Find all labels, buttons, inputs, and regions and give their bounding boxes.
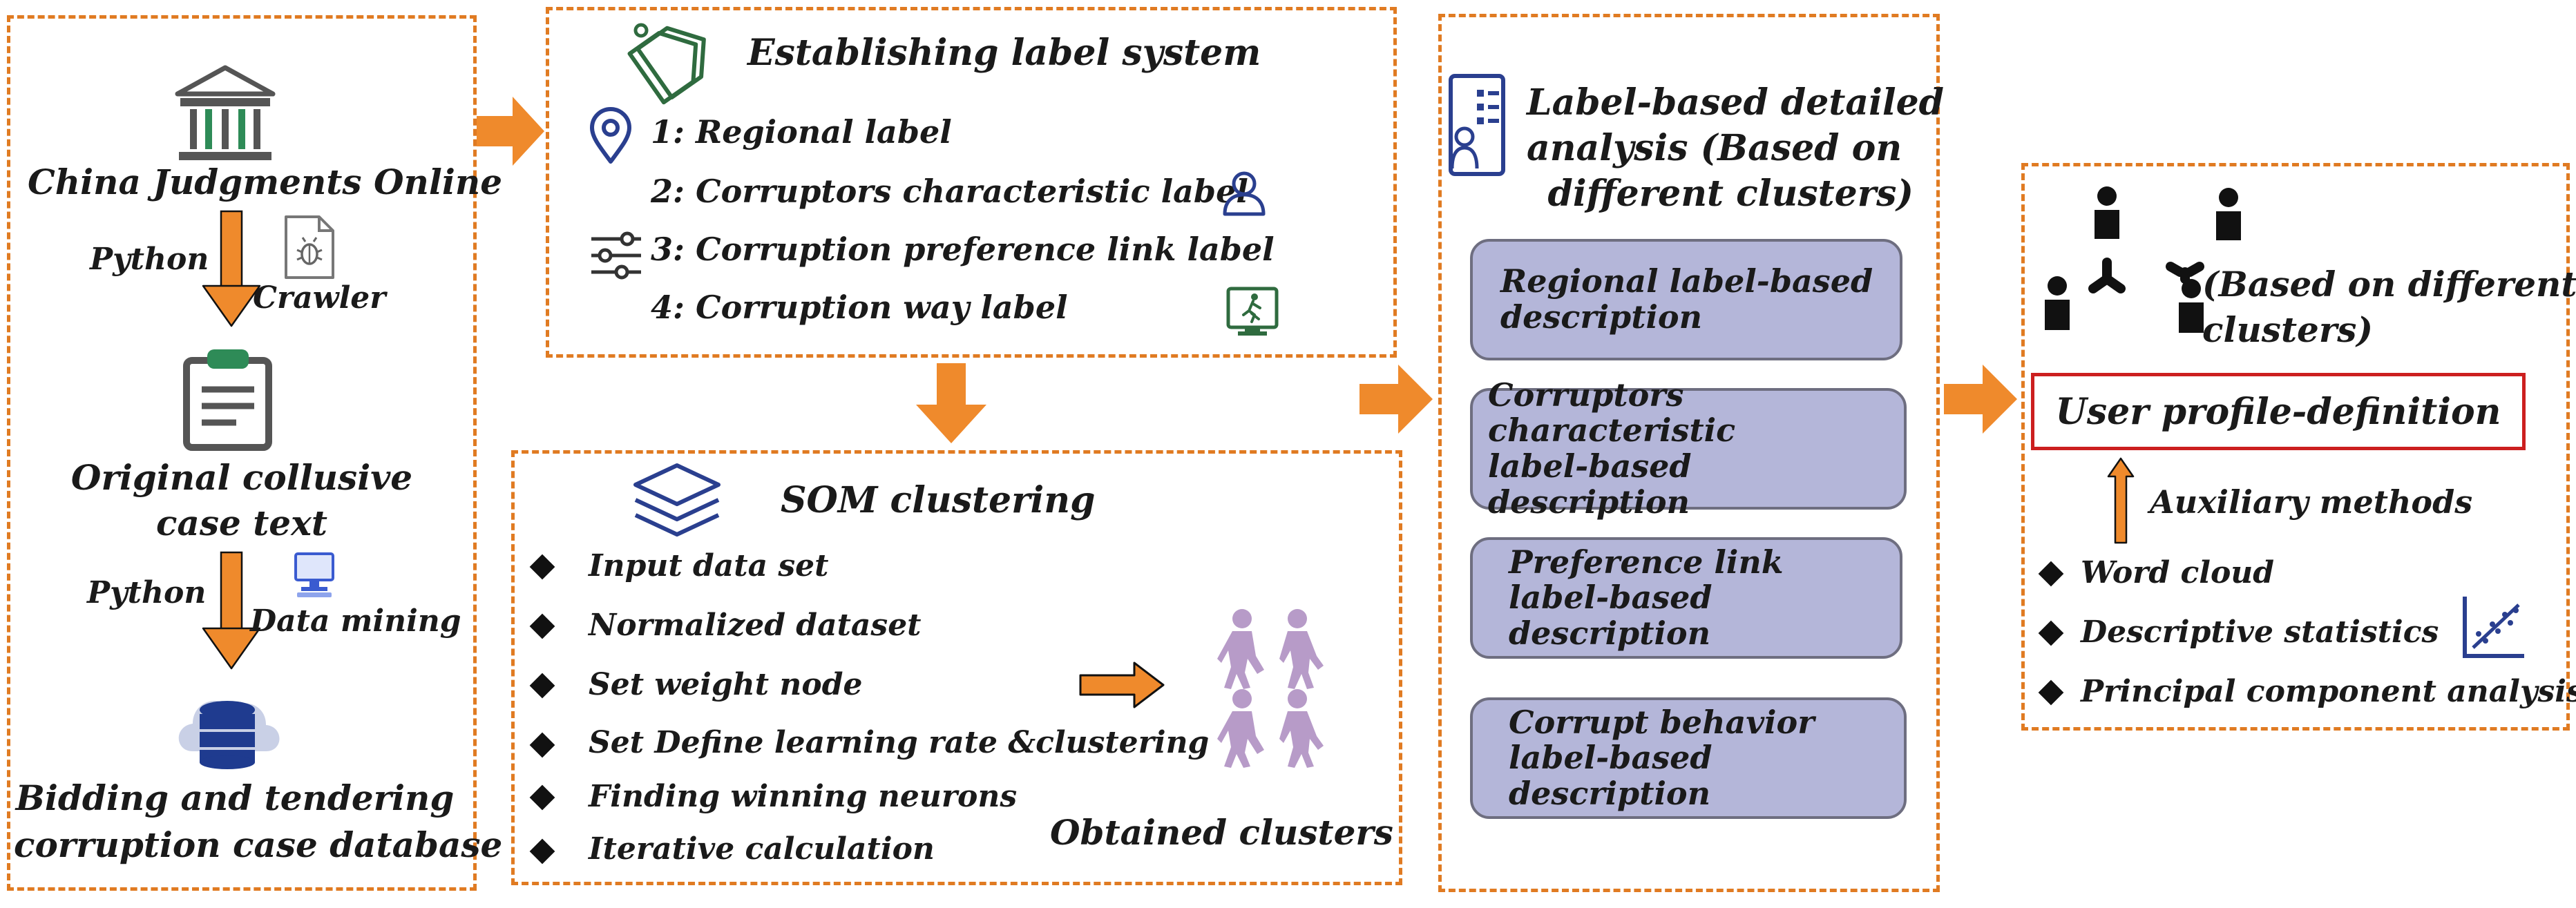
running-person-screen-icon	[1226, 287, 1279, 336]
description-line: label-based description	[1509, 579, 1712, 652]
down-arrow	[916, 363, 986, 443]
description-line: label-based description	[1509, 739, 1712, 812]
analysis-panel	[1438, 14, 1940, 892]
description-card: Regional label-based description	[1470, 239, 1902, 360]
computer-icon	[294, 552, 334, 597]
som-step: Input data set	[589, 548, 829, 583]
som-step: Set Define learning rate &clustering	[589, 725, 1210, 760]
som-step: Finding winning neurons	[589, 779, 1018, 814]
label-item: 1: Regional label	[651, 113, 952, 151]
python-label-1: Python	[90, 242, 209, 277]
person-icon	[1223, 171, 1266, 216]
description-line: Regional label-based	[1500, 262, 1873, 300]
courthouse-icon	[175, 65, 276, 160]
database-line-2: corruption case database	[14, 824, 503, 865]
down-arrow	[202, 210, 261, 327]
user-profile-definition: User profile-definition	[2055, 390, 2501, 433]
description-line: Preference link	[1509, 543, 1784, 581]
auxiliary-methods-label: Auxiliary methods	[2150, 483, 2473, 521]
right-arrow	[1359, 365, 1433, 434]
right-arrow	[477, 97, 544, 166]
som-title: SOM clustering	[781, 479, 1096, 521]
down-arrow	[202, 551, 261, 670]
description-card: Preference link label-based description	[1470, 537, 1902, 659]
data-mining-label: Data mining	[250, 603, 461, 639]
som-step: Set weight node	[589, 667, 863, 702]
label-system-panel	[546, 7, 1397, 358]
report-person-icon	[1449, 74, 1505, 176]
original-text-line-2: case text	[155, 503, 328, 543]
som-panel	[511, 450, 1402, 885]
description-card: Corrupt behavior label-based description	[1470, 697, 1907, 819]
layers-icon	[633, 463, 721, 537]
data-source-panel	[7, 15, 477, 891]
label-item: 4: Corruption way label	[651, 289, 1068, 326]
right-arrow	[1944, 365, 2017, 434]
description-line: description	[1500, 298, 1703, 336]
obtained-clusters-label: Obtained clusters	[1050, 812, 1393, 853]
crawler-label: Crawler	[253, 280, 386, 316]
description-card: Corruptors characteristic label-based de…	[1470, 377, 1907, 519]
clipboard-icon	[183, 349, 272, 451]
user-profile-panel	[2021, 163, 2570, 731]
database-line-1: Bidding and tendering	[15, 777, 455, 818]
label-item: 2: Corruptors characteristic label	[651, 173, 1248, 210]
people-network-icon	[2045, 186, 2241, 333]
original-text-line-1: Original collusive	[70, 457, 413, 498]
python-label-2: Python	[87, 575, 207, 610]
auxiliary-method: Descriptive statistics	[2081, 615, 2439, 650]
label-item: 3: Corruption preference link label	[651, 231, 1275, 268]
bug-document-icon	[285, 215, 334, 279]
location-pin-icon	[590, 107, 631, 164]
tags-icon	[627, 23, 706, 105]
up-arrow	[2107, 457, 2135, 544]
profile-note-line: clusters)	[2202, 309, 2373, 350]
scatter-trend-icon	[2463, 597, 2524, 658]
analysis-title-line: different clusters)	[1547, 173, 1914, 215]
source-title: China Judgments Online	[28, 162, 503, 202]
som-step: Iterative calculation	[589, 831, 935, 867]
auxiliary-method: Principal component analysis	[2081, 674, 2576, 709]
description-line: label-based description	[1488, 447, 1692, 521]
sliders-icon	[591, 231, 641, 280]
auxiliary-method: Word cloud	[2081, 555, 2275, 590]
description-line: Corrupt behavior	[1509, 703, 1815, 741]
description-line: Corruptors characteristic	[1488, 376, 1736, 450]
profile-note-line: (Based on different	[2202, 264, 2576, 305]
database-cloud-icon	[178, 700, 280, 769]
som-step: Normalized dataset	[589, 608, 922, 643]
analysis-title-line: Label-based detailed	[1527, 81, 1945, 124]
label-system-title: Establishing label system	[747, 32, 1261, 74]
user-profile-definition-box: User profile-definition	[2031, 373, 2526, 450]
right-arrow	[1079, 661, 1165, 708]
analysis-title-line: analysis (Based on	[1527, 127, 1902, 169]
people-cluster-icon	[1217, 609, 1324, 768]
